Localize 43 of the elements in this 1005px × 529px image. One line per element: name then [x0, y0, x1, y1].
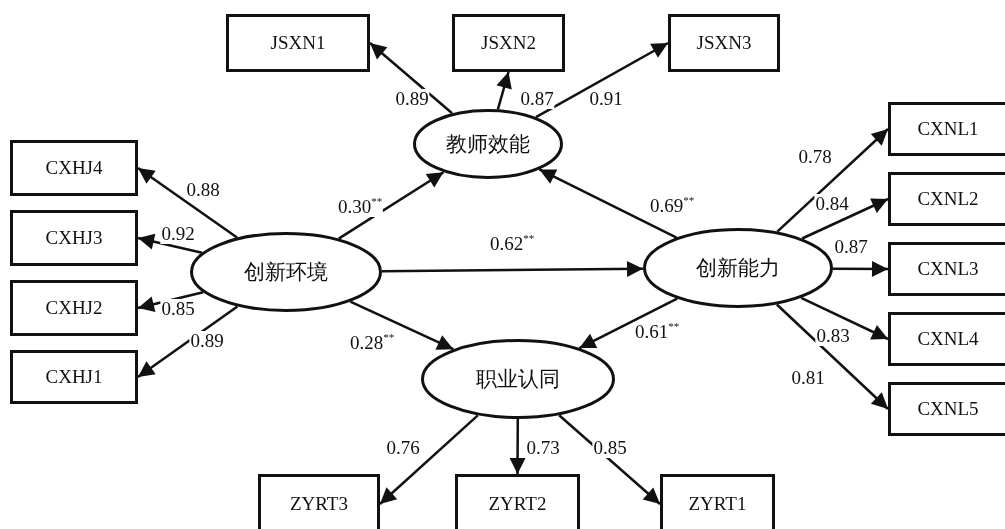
arrow	[349, 300, 454, 351]
arrow	[800, 296, 889, 341]
arrow	[137, 233, 203, 254]
indicator-box: CXHJ4	[10, 140, 138, 196]
arrow	[833, 260, 888, 277]
arrow	[578, 297, 678, 350]
indicator-box: CXNL4	[888, 312, 1005, 366]
edge-label: 0.83	[815, 326, 851, 346]
arrow	[137, 166, 238, 239]
edge-label: 0.87	[519, 89, 555, 109]
indicator-box: CXNL1	[888, 102, 1005, 156]
indicator-box: CXHJ1	[10, 350, 138, 404]
edge-label: 0.92	[160, 224, 196, 244]
latent-variable-ellipse: 职业认同	[421, 339, 615, 419]
indicator-box: ZYRT1	[660, 474, 775, 529]
arrow	[496, 71, 512, 110]
indicator-box: JSXN3	[668, 14, 780, 72]
indicator-box: CXNL5	[888, 382, 1005, 436]
indicator-box: JSXN1	[226, 14, 370, 72]
edge-label: 0.85	[592, 438, 628, 458]
arrow	[137, 290, 204, 312]
edge-label: 0.30$^{**}$	[336, 197, 384, 217]
indicator-box: CXHJ3	[10, 210, 138, 266]
arrow	[538, 168, 678, 239]
arrow	[509, 419, 526, 474]
arrow	[776, 128, 889, 233]
arrow	[338, 171, 445, 240]
arrow	[801, 197, 889, 240]
indicator-box: CXNL3	[888, 242, 1005, 296]
latent-variable-ellipse: 创新能力	[643, 228, 833, 308]
arrow	[535, 41, 669, 119]
arrow	[379, 414, 479, 505]
latent-variable-ellipse: 教师效能	[413, 109, 563, 179]
arrow	[137, 305, 239, 378]
arrow	[369, 42, 453, 115]
arrow	[381, 261, 644, 277]
indicator-box: CXHJ2	[10, 280, 138, 336]
indicator-box: ZYRT3	[258, 474, 380, 529]
indicator-box: JSXN2	[452, 14, 565, 72]
indicator-box: ZYRT2	[455, 474, 580, 529]
edge-label: 0.88	[185, 180, 221, 200]
indicator-box: CXNL2	[888, 172, 1005, 226]
arrow	[776, 303, 889, 410]
